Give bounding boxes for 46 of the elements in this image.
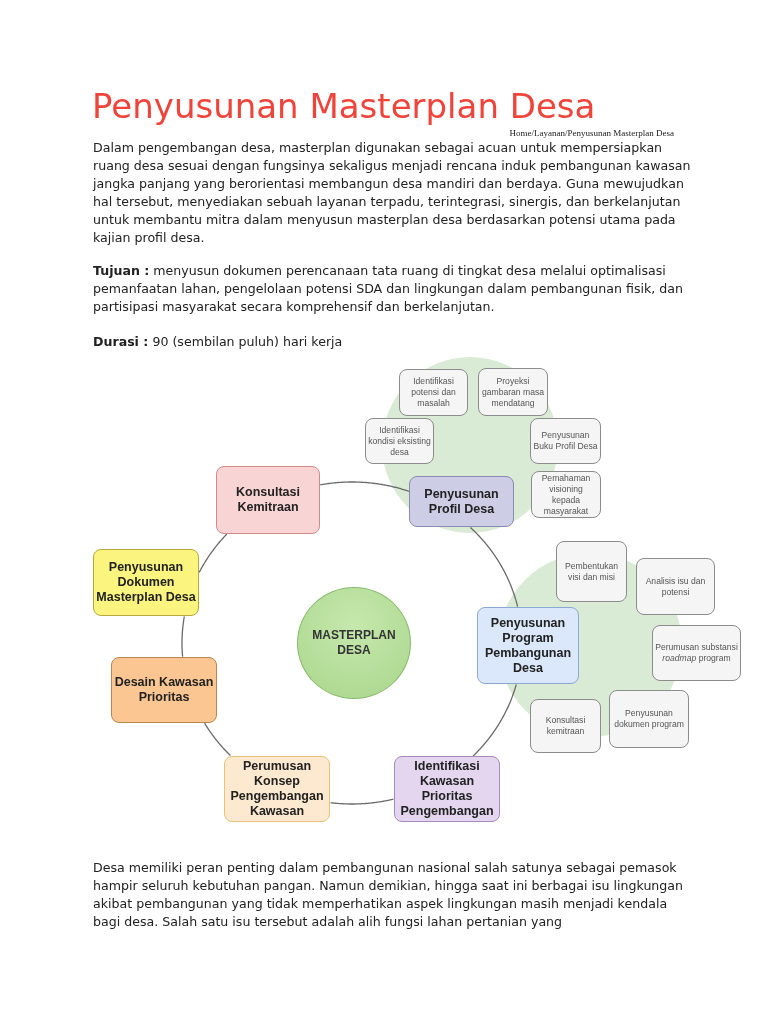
node-text: Pembentukan visi dan misi <box>564 560 619 583</box>
task-box <box>478 368 548 416</box>
task-box <box>365 418 434 464</box>
page-title: Penyusunan Masterplan Desa <box>92 86 596 126</box>
connector-line <box>319 481 410 492</box>
node-text: Konsultasi kemitraan <box>544 715 587 737</box>
node-text: Penyusunan Profil Desa <box>423 486 500 517</box>
node-text: Konsultasi Kemitraan <box>235 485 301 515</box>
paragraph: Durasi : 90 (sembilan puluh) hari kerja <box>93 333 344 351</box>
paragraph: Desa memiliki peran penting dalam pembangunan nasional salah satunya sebagai pemasok hampir seluruh kebutuhan pangan. Namun demikian, hingga saat ini berbagai isu lingkungan akibat pembangunan yang tidak memperhatikan aspek lingkungan masih menjadi kendala bagi desa. Salah satu isu tersebut adalah alih fungsi lahan pertanian yang <box>93 859 685 931</box>
node-text: Proyeksi gambaran masa mendatang <box>481 375 545 409</box>
task-box <box>652 625 741 681</box>
connector-line <box>181 615 185 658</box>
node-text: Perumusan Konsep Pengembangan Kawasan <box>229 759 325 819</box>
node-text: Penyusunan Dokumen Masterplan Desa <box>95 560 197 605</box>
task-box <box>609 690 689 748</box>
connector-line <box>203 722 232 757</box>
task-box <box>530 418 601 464</box>
node-text: Penyusunan Program Pembangunan Desa <box>483 615 573 676</box>
paragraph: Tujuan : menyusun dokumen perencanaan tata ruang di tingkat desa melalui optimalisasi pemanfaatan lahan, pengelolaan potensi SDA dan lingkungan dalam pembangunan fisik, dan partisipasi masyarakat secara komprehensif dan berkelanjutan. <box>93 262 684 316</box>
stage-box <box>477 607 579 684</box>
node-text: Desain Kawasan Prioritas <box>113 675 215 705</box>
stage-box <box>93 549 199 616</box>
paragraph: Dalam pengembangan desa, masterplan digunakan sebagai acuan untuk mempersiapkan ruang desa sesuai dengan fungsinya sekaligus menjadi rencana induk pembangunan kawasan jangka panjang yang berorientasi membangun desa mandiri dan berdaya. Guna mewujudkan hal tersebut, menyediakan sebuah layanan terpadu, terintegrasi, sinergis, dan berkelanjutan untuk membantu mitra dalam menyusun masterplan desa berdasarkan potensi utama pada kajian profil desa. <box>93 139 692 247</box>
node-text: Identifikasi kondisi eksisting desa <box>368 424 431 458</box>
node-text: Analisis isu dan potensi <box>644 575 707 598</box>
connector-line <box>329 798 394 805</box>
node-text: Perumusan substansi roadmap program <box>655 642 738 664</box>
stage-box <box>409 476 514 527</box>
connector-line <box>472 683 517 757</box>
task-box <box>556 541 627 602</box>
task-box <box>530 699 601 753</box>
node-text: Penyusunan Buku Profil Desa <box>533 430 598 452</box>
node-text: MASTERPLAN DESA <box>312 628 396 658</box>
task-box <box>531 471 601 518</box>
connector-line <box>469 526 519 608</box>
task-box <box>636 558 715 615</box>
stage-box <box>111 657 217 723</box>
node-text: Penyusunan dokumen program <box>613 708 685 730</box>
breadcrumb: Home/Layanan/Penyusunan Masterplan Desa <box>508 128 674 139</box>
stage-box <box>216 466 320 534</box>
node-text: Pemahaman visioning kepada masyarakat <box>540 472 592 517</box>
node-text: Identifikasi potensi dan masalah <box>410 376 457 409</box>
task-box <box>399 369 468 416</box>
connector-line <box>198 533 228 574</box>
node-text: Identifikasi Kawasan Prioritas Pengembangan <box>399 759 495 819</box>
